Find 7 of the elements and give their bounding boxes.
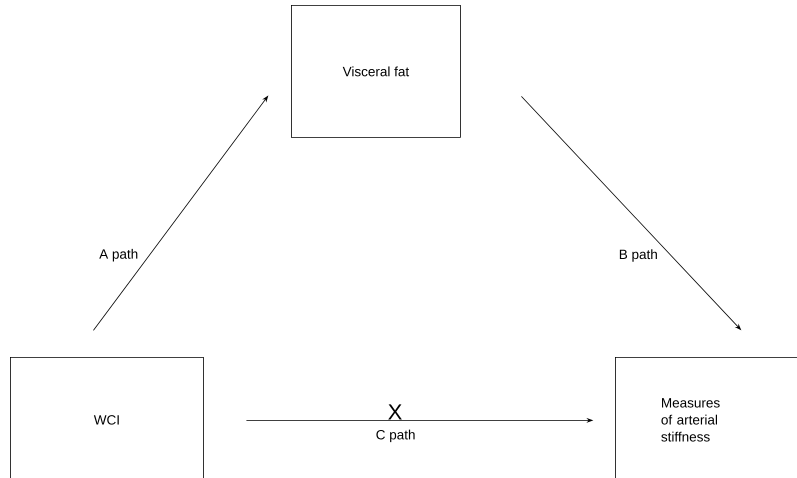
- process-box: Visceral fat: [291, 4, 461, 138]
- process-box: WCI: [10, 356, 204, 478]
- edge-label: A path: [98, 248, 140, 262]
- cross-mark: X: [388, 404, 402, 420]
- edge-label: B path: [618, 248, 659, 263]
- edge-label: C path: [374, 428, 416, 444]
- process-box: Measures of arterial stiffness: [615, 356, 797, 478]
